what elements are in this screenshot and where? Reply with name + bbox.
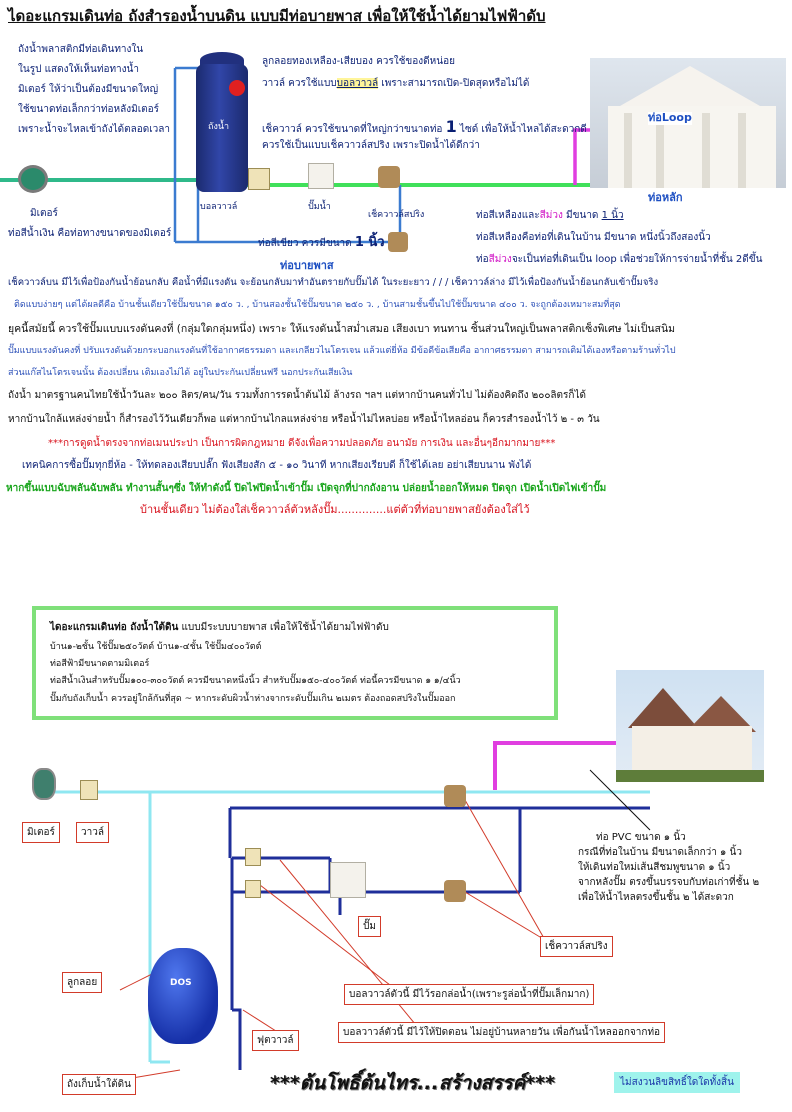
bypass-check-valve-icon	[388, 232, 408, 252]
purple-note-color: สีม่วง	[488, 254, 512, 265]
intro-line: เพราะน้ำจะไหลเข้าถังได้ตลอดเวลา	[18, 124, 171, 135]
ballvalve-2-label: บอลวาวล์ตัวนี้ มีไว้ให้ปิดตอน ไม่อยู่บ้า…	[338, 1022, 666, 1043]
check-size: 1	[445, 117, 457, 136]
bottom-check-valve-bottom	[444, 880, 466, 902]
yellow-pipe-note: ท่อสีเหลืองและสีม่วง มีขนาด 1 นิ้ว	[476, 210, 624, 222]
ballvalve-note: วาวล์ ควรใช้แบบบอลวาวล์ เพราะสามารถเปิด-…	[262, 78, 529, 90]
note-constant-pressure: ยุคนี้สมัยนี้ ควรใช้ปั๊มแบบแรงดันคงที่ (…	[8, 323, 676, 335]
note-buy-pump: เทคนิคการซื้อปั๊มทุกยี่ห้อ - ให้ทดลองเสี…	[22, 460, 532, 471]
info-line: ท่อสีน้ำเงินสำหรับปั๊ม๑๐๐-๓๐๐วัตต์ ควรมี…	[50, 676, 461, 686]
copyright-note: ไม่สงวนลิขสิทธิ์ใดใดทั้งสิ้น	[614, 1072, 740, 1093]
purple-note-b: จะเป็นท่อที่เดินเป็น loop เพื่อช่วยให้กา…	[511, 254, 763, 265]
bottom-meter-icon	[32, 768, 56, 800]
bottom-valve-icon	[80, 780, 98, 800]
bottom-check-valve-top	[444, 785, 466, 807]
pvc-note: ท่อ PVC ขนาด ๑ นิ้ว กรณีที่ท่อในบ้าน มีข…	[578, 830, 759, 905]
note-pump-size: ติดแบบง่ายๆ แต่ได้ผลดีคือ บ้านชั้นเดียวใ…	[14, 300, 621, 310]
info-box-title-a: ไดอะแกรมเดินท่อ ถังน้ำใต้ดิน	[50, 622, 179, 633]
pvc-line: ท่อ PVC ขนาด ๑ นิ้ว	[596, 832, 686, 843]
note-tank-days: หากบ้านใกล้แหล่งจ่ายน้ำ ก็สำรองไว้วันเดี…	[8, 414, 600, 425]
info-line: บ้าน๑-๒ชั้น ใช้ปั๊ม๒๕๐วัตต์ บ้าน๑-๔ชั้น …	[50, 642, 262, 652]
pvc-line: จากหลังปั๊ม ตรงขึ้นบรรจบกับท่อเก่าที่ชั้…	[578, 877, 760, 888]
ballvalve-word: บอลวาวล์	[336, 78, 379, 89]
pvc-line: เพื่อให้น้ำไหลตรงขึ้นชั้น ๒ ได้สะดวก	[578, 892, 734, 903]
water-meter-icon	[18, 165, 48, 193]
check-note-a: เช็ควาวล์ ควรใช้ขนาดที่ใหญ่กว่าขนาดท่อ	[262, 124, 446, 135]
checkvalve-note-2: ควรใช้เป็นแบบเช็ควาวล์สปริง เพราะปิดน้ำไ…	[262, 140, 480, 151]
note-air-lock: หากขึ้นแบบฉับพลันฉับพลัน ทำงานสั้นๆซึ่ง …	[6, 483, 607, 494]
underground-tank: DOS	[148, 948, 218, 1044]
pvc-line: ให้เดินท่อใหม่เส้นสีชมพูขนาด ๑ นิ้ว	[578, 862, 731, 873]
checkvalve-note-1: เช็ควาวล์ ควรใช้ขนาดที่ใหญ่กว่าขนาดท่อ 1…	[262, 117, 587, 136]
purple-note-a: ท่อ	[476, 254, 489, 265]
main-pipe-label: ท่อหลัก	[648, 191, 683, 204]
purple-pipe-note: ท่อสีม่วงจะเป็นท่อที่เดินเป็น loop เพื่อ…	[476, 254, 762, 266]
note-legal-warning: ***การดูดน้ำตรงจากท่อเมนประปา เป็นการผิด…	[48, 438, 556, 449]
check-unit: ไซด์	[456, 124, 479, 135]
bottom-pump-label: ปั๊ม	[358, 916, 381, 937]
checkvalve-spring-label: เช็ควาวล์สปริง	[540, 936, 613, 957]
note-checkvalve: เช็ควาวล์บน มีไว้เพื่อป้องกันน้ำย้อนกลับ…	[8, 277, 659, 288]
note-single-floor: บ้านชั้นเดียว ไม่ต้องใส่เช็ควาวล์ตัวหลัง…	[140, 503, 530, 516]
pump-icon	[308, 163, 334, 189]
info-box-title-b: แบบมีระบบบายพาส เพื่อให้ใช้น้ำได้ยามไฟฟ้…	[178, 622, 389, 633]
yellow-pipe-color: สีม่วง	[539, 210, 563, 221]
intro-line: ใช้ขนาดท่อเล็กกว่าท่อหลังมิเตอร์	[18, 104, 160, 115]
yellow-pipe-note-2: ท่อสีเหลืองคือท่อที่เดินในบ้าน มีขนาด หน…	[476, 232, 711, 243]
yellow-pipe-a: ท่อสีเหลืองและ	[476, 210, 540, 221]
footvalve-label: ฟุตวาวล์	[252, 1030, 299, 1051]
ballvalve-label: บอลวาวล์	[200, 202, 238, 212]
note-tank-standard: ถังน้ำ มาตรฐานคนไทยใช้น้ำวันละ ๒๐๐ ลิตร/…	[8, 390, 586, 401]
intro-line: ถังน้ำพลาสติกมีท่อเดินทางใน	[18, 44, 144, 55]
pump-label: ปั๊มน้ำ	[308, 202, 331, 212]
tank-label: ถังเก็บน้ำใต้ดิน	[62, 1074, 136, 1095]
water-tank: ถังน้ำ	[196, 52, 248, 192]
tank-label: ถังน้ำ	[208, 122, 230, 132]
info-line: ท่อสีฟ้ามีขนาดตามมิเตอร์	[50, 659, 150, 669]
slogan: ***ต้นโพธิ์ต้นไทร...สร้างสรรค์***	[270, 1072, 555, 1094]
green-pipe-note: ท่อสีเขียว ควรมีขนาด 1 นิ้ว	[258, 235, 385, 251]
pvc-line: กรณีที่ท่อในบ้าน มีขนาดเล็กกว่า ๑ นิ้ว	[578, 847, 743, 858]
info-box-title: ไดอะแกรมเดินท่อ ถังน้ำใต้ดิน แบบมีระบบบา…	[50, 622, 389, 634]
ball-valve-icon	[248, 168, 270, 190]
yellow-pipe-b: มีขนาด	[562, 210, 602, 221]
green-pipe-size: 1 นิ้ว	[354, 235, 385, 250]
yellow-pipe-size: 1 นิ้ว	[601, 210, 624, 221]
bottom-valve-label: วาวล์	[76, 822, 109, 843]
tank-brand-logo: DOS	[170, 978, 192, 988]
bottom-ball-valve-1	[245, 848, 261, 866]
top-title: ไดอะแกรมเดินท่อ ถังสำรองน้ำบนดิน แบบมีท่…	[8, 7, 546, 25]
meter-pipe-note: ท่อสีน้ำเงิน คือท่อทางขนาดของมิเตอร์	[8, 228, 172, 239]
green-pipe-note-a: ท่อสีเขียว ควรมีขนาด	[258, 238, 355, 249]
ballvalve-note-a: วาวล์ ควรใช้แบบ	[262, 78, 337, 89]
info-line: ปั๊มกับถังเก็บน้ำ ควรอยู่ใกล้กันที่สุด ~…	[50, 694, 456, 704]
meter-label: มิเตอร์	[30, 208, 58, 219]
check-note-b: เพื่อให้น้ำไหลได้สะดวกดี	[478, 124, 587, 135]
note-pressure-tank: ปั๊มแบบแรงดันคงที่ ปรับแรงดันด้วยกระบอกแ…	[8, 346, 676, 356]
intro-text: ถังน้ำพลาสติกมีท่อเดินทางใน ในรูป แสดงให…	[18, 40, 170, 140]
checkvalve-label: เช็ควาวล์สปริง	[368, 210, 425, 220]
intro-line: มิเตอร์ ให้ว่าเป็นต้องมีขนาดใหญ่	[18, 84, 159, 95]
bypass-label: ท่อบายพาส	[280, 259, 334, 272]
house-photo-bottom	[616, 670, 764, 782]
check-valve-icon	[378, 166, 400, 188]
loop-label: ท่อLoop	[648, 111, 692, 125]
ballvalve-1-label: บอลวาวล์ตัวนี้ มีไว้รอกล่อน้ำ(เพราะรูล่อ…	[344, 984, 595, 1005]
intro-line: ในรูป แสดงให้เห็นท่อทางน้ำ	[18, 64, 140, 75]
note-nitrogen: ส่วนแก๊สไนโตรเจนนั้น ต้องเปลี่ยน เติมเอง…	[8, 368, 353, 378]
pink-new-pipe	[493, 741, 640, 790]
ballvalve-note-b: เพราะสามารถเปิด-ปิดสุดหรือไม่ได้	[378, 78, 530, 89]
float-valve-note: ลูกลอยทองเหลือง-เสียบอง ควรใช้ของดีหน่อย	[262, 56, 455, 67]
bottom-pump-icon	[330, 862, 366, 898]
bottom-ball-valve-2	[245, 880, 261, 898]
bottom-meter-label: มิเตอร์	[22, 822, 60, 843]
float-label: ลูกลอย	[62, 972, 103, 993]
info-box: ไดอะแกรมเดินท่อ ถังน้ำใต้ดิน แบบมีระบบบา…	[32, 606, 558, 720]
